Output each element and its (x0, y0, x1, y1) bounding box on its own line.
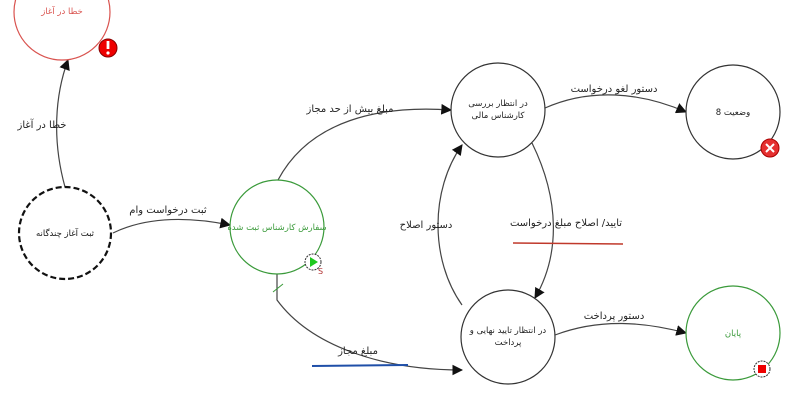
edge-expert-to-final[interactable] (276, 274, 464, 376)
edge-start-to-error[interactable] (56, 58, 70, 188)
edge-expert-to-review[interactable] (277, 103, 453, 181)
start-badge-letter: S (318, 267, 323, 276)
edge-label-start-error: خطا در آغاز (17, 118, 67, 131)
start-play-icon: S (304, 253, 323, 276)
state-review-line1: در انتظار بررسی (468, 99, 528, 109)
edge-tick (272, 283, 284, 293)
state-multi-start[interactable]: ثبت آغاز چندگانه (17, 185, 113, 281)
edge-label-payment: دستور پرداخت (584, 311, 645, 322)
state-final-approval[interactable]: در انتظار تایید نهایی و پرداخت (460, 289, 556, 385)
state-final-line2: پرداخت (495, 338, 522, 348)
edge-label-approve-amend: تایید/ اصلاح مبلغ درخواست (510, 218, 622, 229)
edge-start-to-expert[interactable] (112, 217, 232, 234)
state-final-line1: در انتظار تایید نهایی و (469, 326, 547, 336)
state-review-line2: کارشناس مالی (472, 111, 526, 121)
state-8-label: وضعیت 8 (716, 108, 750, 118)
state-expert-registered[interactable]: سفارش کارشناس ثبت شده S (227, 179, 327, 276)
state-error-start-label: خطا در آغاز (40, 5, 83, 17)
edge-label-allowed-amount: مبلغ مجاز (337, 346, 378, 357)
edge-label-register-loan: ثبت درخواست وام (129, 205, 207, 216)
state-financial-review[interactable]: در انتظار بررسی کارشناس مالی (450, 62, 546, 158)
stop-icon (753, 360, 771, 378)
edge-review-to-state8[interactable] (544, 94, 687, 114)
state-8[interactable]: وضعیت 8 (685, 64, 781, 160)
state-multi-start-label: ثبت آغاز چندگانه (36, 227, 95, 239)
edge-review-to-final[interactable] (531, 142, 554, 299)
edge-label-over-limit: مبلغ بیش از حد مجاز (306, 104, 394, 115)
state-expert-label: سفارش کارشناس ثبت شده (227, 223, 326, 233)
edge-label-cancel: دستور لغو درخواست (571, 84, 658, 95)
red-underline (512, 242, 624, 245)
error-exclamation-icon (98, 38, 118, 58)
state-error-start[interactable]: خطا در آغاز (13, 0, 118, 61)
blue-underline (311, 364, 409, 367)
edge-final-to-end[interactable] (554, 322, 688, 336)
edge-final-to-review[interactable] (437, 144, 463, 306)
state-end[interactable]: پایان (685, 285, 781, 381)
edge-label-amend-order: دستور اصلاح (400, 220, 453, 231)
cancel-x-icon (760, 138, 780, 158)
state-end-label: پایان (725, 329, 742, 339)
